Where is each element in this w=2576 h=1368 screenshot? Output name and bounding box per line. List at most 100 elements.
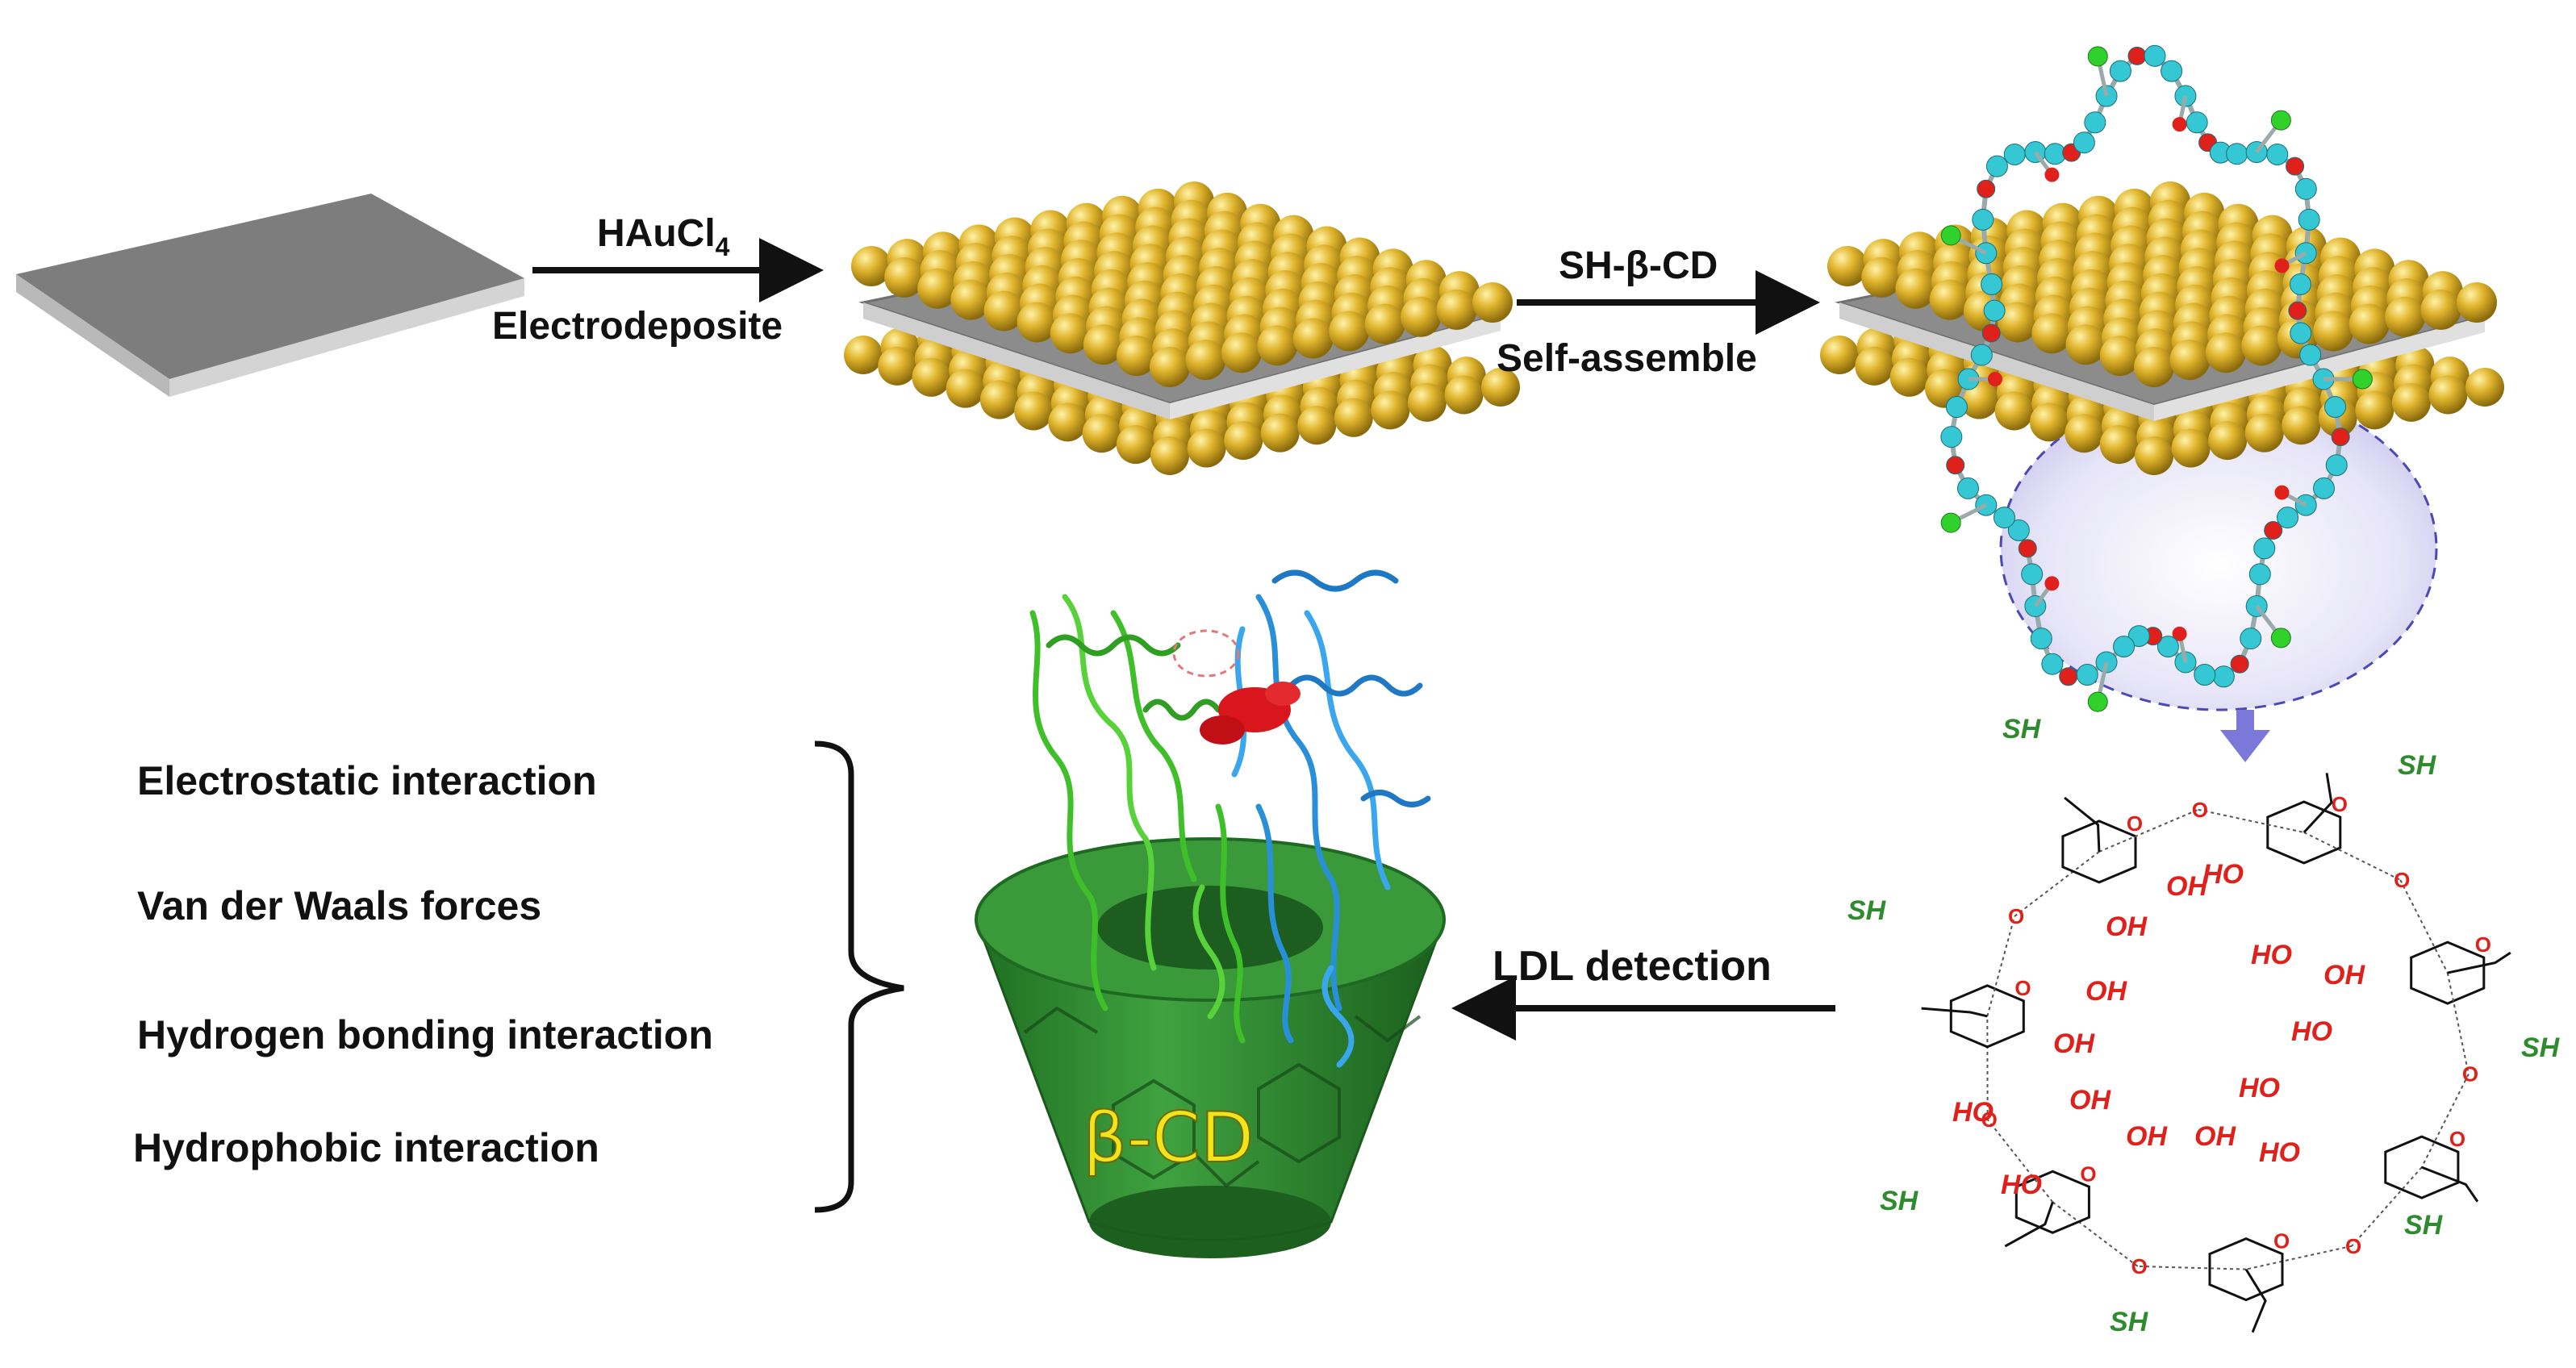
label-oh: OH bbox=[2323, 960, 2365, 991]
structure-labels: SH SH SH SH SH SH SH OH OH OH OH OH OH O… bbox=[1847, 714, 2561, 1337]
label-oh: OH bbox=[2194, 1121, 2236, 1152]
svg-text:O: O bbox=[2462, 1062, 2478, 1086]
gold-nanoparticle bbox=[1083, 324, 1124, 365]
gold-nanoparticle bbox=[878, 346, 917, 386]
gold-nanoparticle bbox=[2428, 375, 2468, 415]
label-sh: SH bbox=[1847, 895, 1887, 926]
gold-nanoparticle bbox=[884, 256, 925, 298]
gold-nanoparticle bbox=[1929, 279, 1970, 320]
gold-nanoparticle bbox=[1150, 436, 1189, 475]
svg-text:O: O bbox=[2345, 1234, 2361, 1258]
svg-text:O: O bbox=[2273, 1229, 2290, 1253]
svg-text:O: O bbox=[2192, 798, 2208, 822]
gold-nanoparticle bbox=[1017, 302, 1058, 343]
gold-nanoparticle bbox=[1048, 402, 1088, 442]
svg-text:O: O bbox=[2131, 1254, 2148, 1278]
curly-brace bbox=[814, 740, 904, 1213]
label-ho: HO bbox=[2259, 1137, 2300, 1168]
arrow-electrodeposit: HAuCl4 Electrodeposite bbox=[492, 212, 824, 348]
gold-nanoparticle bbox=[844, 336, 883, 374]
gold-nanoparticle bbox=[1297, 406, 1337, 445]
label-sh: SH bbox=[1880, 1186, 1919, 1216]
gold-nanoparticle bbox=[1221, 332, 1262, 373]
gold-nanoparticle bbox=[2391, 382, 2431, 422]
gold-nanoparticle bbox=[1889, 357, 1929, 397]
gold-nanoparticle bbox=[2065, 324, 2106, 365]
gold-nanoparticle bbox=[979, 380, 1019, 419]
gold-nanoparticle bbox=[1150, 347, 1190, 387]
svg-text:O: O bbox=[2008, 904, 2024, 928]
gold-nanoparticle bbox=[2171, 428, 2211, 468]
gold-nanoparticle bbox=[1050, 313, 1091, 354]
label-sh: SH bbox=[2398, 750, 2437, 781]
label-oh: OH bbox=[2166, 871, 2208, 902]
label-sh: SH bbox=[2002, 714, 2042, 744]
interaction-list: Electrostatic interaction Van der Waals … bbox=[133, 758, 713, 1170]
label-oh: OH bbox=[2106, 911, 2148, 942]
gold-nanoparticle bbox=[1895, 268, 1936, 309]
label-ho: HO bbox=[1952, 1097, 1994, 1128]
gold-nanoparticle bbox=[1224, 421, 1263, 461]
gold-nanoparticle bbox=[1257, 325, 1298, 366]
gold-nanoparticle bbox=[1401, 296, 1442, 337]
label-sh: SH bbox=[2404, 1210, 2444, 1241]
gold-nanoparticle bbox=[1407, 382, 1447, 422]
svg-text:O: O bbox=[2475, 932, 2491, 957]
gold-nanoparticle bbox=[2065, 414, 2104, 453]
gold-nanoparticle bbox=[1334, 398, 1373, 437]
gold-nanoparticle bbox=[2099, 425, 2139, 465]
gold-nanoparticle bbox=[1472, 282, 1513, 323]
interaction-hydrogen-bonding: Hydrogen bonding interaction bbox=[137, 1012, 713, 1057]
label-ho: HO bbox=[2001, 1170, 2042, 1200]
gold-nanoparticle bbox=[1116, 336, 1157, 377]
sh-beta-cd-ball-stick-model bbox=[1940, 44, 2373, 712]
gold-nanoparticle bbox=[2420, 289, 2461, 330]
modified-electrode bbox=[1820, 181, 2504, 475]
gold-nanoparticle bbox=[2348, 303, 2390, 344]
label-ho: HO bbox=[2251, 940, 2292, 970]
gold-nanoparticle bbox=[1371, 390, 1410, 430]
label-oh: OH bbox=[2069, 1085, 2111, 1116]
ldl-protein bbox=[1029, 569, 1431, 1068]
interaction-hydrophobic: Hydrophobic interaction bbox=[133, 1125, 599, 1170]
gold-nanoparticle bbox=[1014, 391, 1054, 431]
label-ho: HO bbox=[2202, 859, 2244, 890]
gold-nanoparticle bbox=[2313, 311, 2354, 352]
gold-nanoparticle bbox=[946, 369, 985, 408]
label-ho: HO bbox=[2291, 1016, 2332, 1047]
gold-nanoparticle bbox=[2385, 296, 2426, 337]
glucose-ring bbox=[2014, 1170, 2090, 1234]
reagent-sh-beta-cd: SH-β-CD bbox=[1559, 244, 1718, 287]
gold-nanoparticle bbox=[2030, 402, 2069, 442]
label-oh: OH bbox=[2126, 1121, 2168, 1152]
label-sh: SH bbox=[2521, 1032, 2561, 1063]
bare-substrate bbox=[16, 194, 524, 397]
gold-nanoparticle bbox=[2355, 390, 2394, 430]
gold-nanoparticle bbox=[851, 246, 891, 286]
gold-nanoparticle bbox=[1329, 311, 1370, 352]
interaction-van-der-waals: Van der Waals forces bbox=[137, 883, 541, 928]
gold-nanoparticle bbox=[2169, 340, 2211, 381]
gold-nanoparticle bbox=[2031, 313, 2073, 354]
label-electrodeposite: Electrodeposite bbox=[492, 305, 783, 348]
gold-nanoparticle bbox=[1364, 303, 1405, 344]
gold-nanoparticle bbox=[1994, 391, 2034, 431]
gold-nanoparticle bbox=[2244, 413, 2284, 453]
gold-nanoparticle bbox=[983, 290, 1025, 332]
svg-text:O: O bbox=[2080, 1162, 2096, 1186]
gold-nanoparticle bbox=[1827, 246, 1868, 286]
beta-cd-cup: β-CD bbox=[975, 837, 1446, 1258]
gold-nanoparticle bbox=[1116, 425, 1155, 465]
svg-text:O: O bbox=[2394, 868, 2410, 892]
gold-nanoparticle bbox=[2241, 325, 2282, 366]
gold-nanoparticle bbox=[2457, 282, 2497, 323]
arrow-self-assemble: SH-β-CD Self-assemble bbox=[1497, 244, 1820, 380]
interaction-electrostatic: Electrostatic interaction bbox=[137, 758, 597, 803]
glucose-ring bbox=[2208, 1237, 2284, 1302]
label-ho: HO bbox=[2239, 1073, 2280, 1103]
label-oh: OH bbox=[2085, 976, 2127, 1007]
gold-nanoparticle bbox=[912, 357, 951, 397]
gold-nanoparticle bbox=[1861, 256, 1902, 298]
